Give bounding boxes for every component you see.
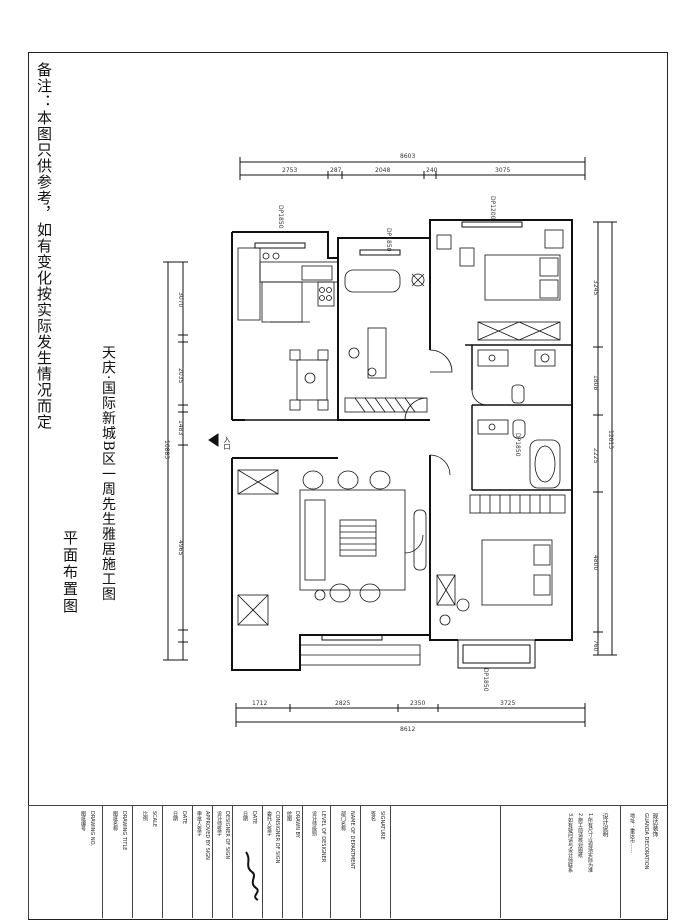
bottom-dim-4: 3725 [500, 700, 515, 707]
dining-table [289, 349, 329, 411]
notes-title: 设计说明 [601, 813, 608, 837]
top-dim-3: 2048 [375, 167, 390, 174]
left-dim-5: 1483 [177, 420, 184, 436]
right-dim-2: 1808 [592, 375, 599, 391]
doors [404, 349, 488, 554]
design-notes-cell: 设计说明 1.所有尺寸以现场实际为准 2.施工前请核对图纸 3.如有疑问请与设计… [500, 805, 620, 918]
balcony-rail [299, 644, 421, 666]
company-en-name: GUANDA DECORATION [643, 813, 649, 870]
top-dim-1: 2753 [282, 167, 297, 174]
notes-cell-2 [390, 805, 500, 918]
bottom-total-dim: 8612 [400, 726, 415, 733]
field-approved: APPROVED BY SIGN 审批人签字 [192, 805, 212, 918]
left-total-dim: 10883 [163, 440, 170, 460]
left-dim-6: 4965 [177, 540, 184, 556]
window-label-study: DP1850 [385, 228, 392, 252]
bottom-dim-3: 2350 [410, 700, 425, 707]
note-line-1: 1.所有尺寸以现场实际为准 [587, 813, 593, 873]
entry-label: 入口 [223, 436, 231, 450]
second-bedroom-furniture [436, 494, 566, 626]
bottom-dim-2: 2825 [335, 700, 350, 707]
entry-arrow [208, 433, 219, 447]
living-room-furniture [237, 469, 427, 626]
kitchen-counter [237, 247, 339, 323]
top-dim-4: 240 [426, 167, 438, 174]
field-department: NAME OF DEPARTMENT 部门名称 [330, 805, 360, 918]
note-line-2: 2.施工前请核对图纸 [577, 813, 583, 858]
bathroom-fixtures [477, 349, 561, 489]
company-address: 地址：重庆市…… [629, 813, 635, 853]
company-logo-text: 观达装饰 [651, 813, 658, 837]
dimension-labels: 8603 2753 287 2048 240 3075 1712 2825 23… [252, 153, 515, 733]
left-dim-3: 2035 [177, 368, 184, 384]
top-dim-5: 3075 [495, 167, 510, 174]
bottom-dim-1: 1712 [252, 700, 267, 707]
field-scale: SCALE 比例 [132, 805, 162, 918]
field-drawing-title: DRAWING TITLE 图纸名称 [102, 805, 132, 918]
right-dim-4: 4800 [592, 555, 599, 571]
field-drawing-no: DRAWING NO. 图纸编号 [28, 805, 102, 918]
right-dim-1: 3245 [592, 280, 599, 296]
field-designer-level: LEVEL OF DESIGNER 设计师级别 [302, 805, 330, 918]
right-dim-3: 2225 [592, 448, 599, 464]
right-dim-5: 760 [592, 640, 599, 652]
master-bedroom-furniture [436, 229, 564, 341]
top-dim-2: 287 [330, 167, 342, 174]
window-label-bedroom: DP1850 [482, 668, 489, 692]
interior-partitions [245, 344, 572, 491]
disclaimer-note: 备注：本图只供参考，如有变化按实际发生情况而定 [35, 62, 53, 430]
field-consigner: CONSIGNER OF SIGN 委托人签字 [262, 805, 282, 918]
window-label-kitchen: DP1850 [277, 205, 284, 229]
field-date-2: DATE 日期 [162, 805, 192, 918]
sheet-title: 平面布置图 [61, 530, 79, 615]
right-total-dim: 12013 [607, 430, 614, 450]
windows [254, 221, 536, 669]
left-dim-1: 3070 [177, 292, 184, 308]
field-signature: SIGNATURE 签名 [360, 805, 390, 918]
field-drawn-by: DRAWN BY 绘图 [282, 805, 302, 918]
field-designer-sign: DESIGNER OF SIGN 设计师签字 [212, 805, 232, 918]
project-title: 天庆·国际新城B区一周先生雅居施工图 [100, 345, 116, 602]
company-cell: 观达装饰 GUANDA DECORATION 地址：重庆市…… [620, 805, 668, 918]
drawing-sheet-border [28, 52, 668, 920]
exterior-walls [231, 219, 573, 671]
study-room-furniture [344, 269, 428, 413]
window-label-bath: DP1850 [514, 433, 521, 457]
top-total-dim: 8603 [400, 153, 415, 160]
note-line-3: 3.如有疑问请与设计师联系 [567, 813, 573, 873]
field-date: DATE 日期 [232, 805, 262, 918]
window-label-master: DP1200 [489, 196, 496, 220]
